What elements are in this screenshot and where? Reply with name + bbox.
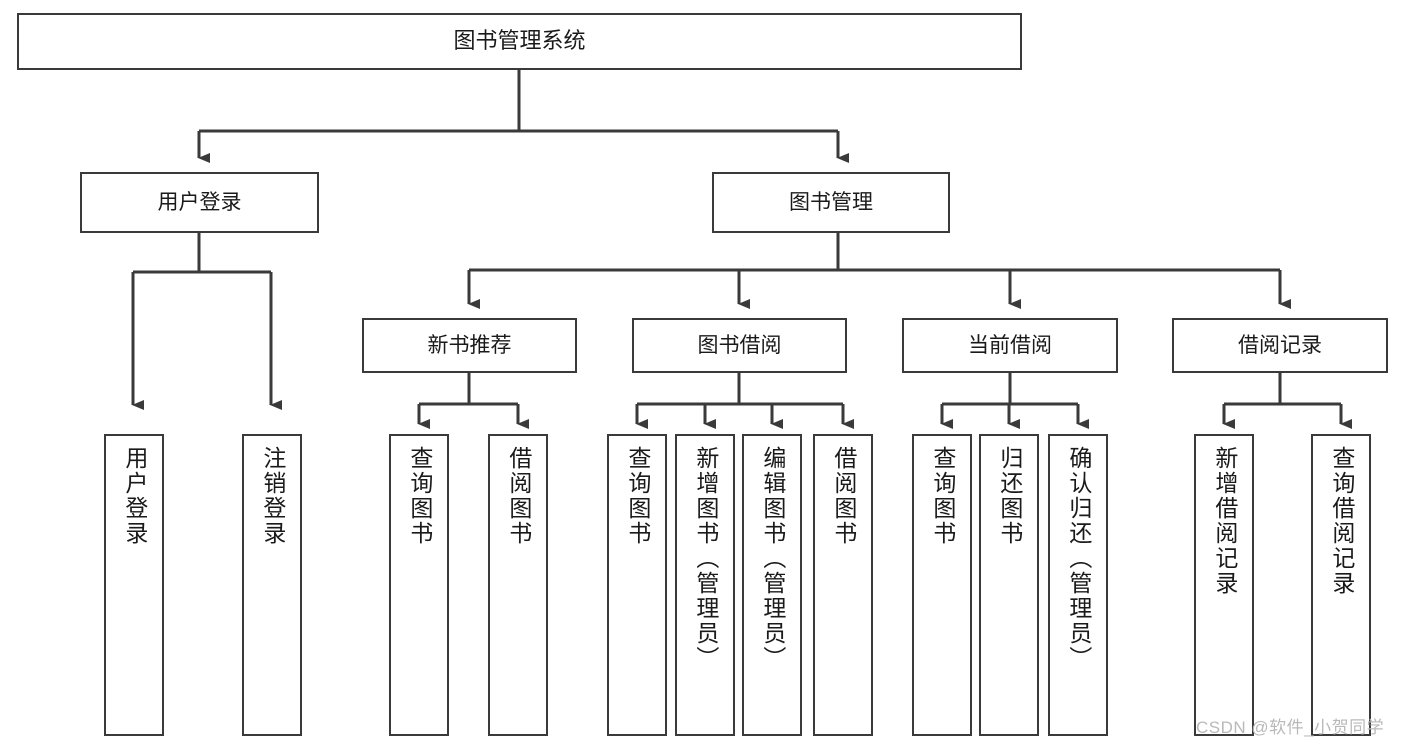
node-current-borrow[interactable]: 当前借阅: [902, 318, 1118, 373]
node-leaf-return-book[interactable]: 归还图书: [979, 434, 1039, 736]
node-label: 归还图书: [996, 446, 1023, 546]
node-leaf-query-book-borrow[interactable]: 查询图书: [607, 434, 667, 736]
node-label: 当前借阅: [968, 333, 1052, 357]
node-label: 查询图书: [624, 446, 651, 546]
node-user-login[interactable]: 用户登录: [80, 172, 319, 233]
node-label: 借阅图书: [505, 446, 532, 546]
node-label: 用户登录: [157, 190, 242, 214]
node-label: 图书管理系统: [453, 28, 586, 54]
node-label: 注销登录: [259, 446, 286, 546]
node-label: 新书推荐: [427, 333, 512, 357]
node-leaf-query-book-current[interactable]: 查询图书: [912, 434, 972, 736]
node-leaf-borrow-book[interactable]: 借阅图书: [813, 434, 873, 736]
node-new-book-recommend[interactable]: 新书推荐: [362, 318, 577, 373]
node-label: 借阅图书: [830, 446, 857, 546]
node-label: 用户登录: [121, 446, 148, 546]
node-label: 图书借阅: [697, 333, 782, 357]
node-label: 确认归还（管理员）: [1065, 446, 1092, 671]
node-label: 借阅记录: [1238, 333, 1322, 357]
node-borrow-record[interactable]: 借阅记录: [1172, 318, 1388, 373]
node-leaf-query-borrow-record[interactable]: 查询借阅记录: [1311, 434, 1371, 736]
node-label: 新增借阅记录: [1211, 446, 1238, 596]
node-book-borrow[interactable]: 图书借阅: [632, 318, 847, 373]
node-label: 图书管理: [789, 190, 873, 214]
node-leaf-add-book[interactable]: 新增图书（管理员）: [675, 434, 735, 736]
node-leaf-logout-login[interactable]: 注销登录: [242, 434, 302, 736]
node-book-manage[interactable]: 图书管理: [712, 172, 950, 233]
node-label: 编辑图书（管理员）: [759, 446, 786, 671]
node-leaf-add-borrow-record[interactable]: 新增借阅记录: [1194, 434, 1254, 736]
node-label: 新增图书（管理员）: [692, 446, 719, 671]
node-leaf-confirm-return[interactable]: 确认归还（管理员）: [1048, 434, 1108, 736]
node-label: 查询借阅记录: [1328, 446, 1355, 596]
node-label: 查询图书: [406, 446, 433, 546]
node-label: 查询图书: [929, 446, 956, 546]
node-root-book-management-system[interactable]: 图书管理系统: [17, 13, 1022, 70]
node-leaf-edit-book[interactable]: 编辑图书（管理员）: [742, 434, 802, 736]
node-leaf-borrow-book-new[interactable]: 借阅图书: [488, 434, 548, 736]
node-leaf-user-login[interactable]: 用户登录: [104, 434, 164, 736]
node-leaf-query-book-new[interactable]: 查询图书: [389, 434, 449, 736]
